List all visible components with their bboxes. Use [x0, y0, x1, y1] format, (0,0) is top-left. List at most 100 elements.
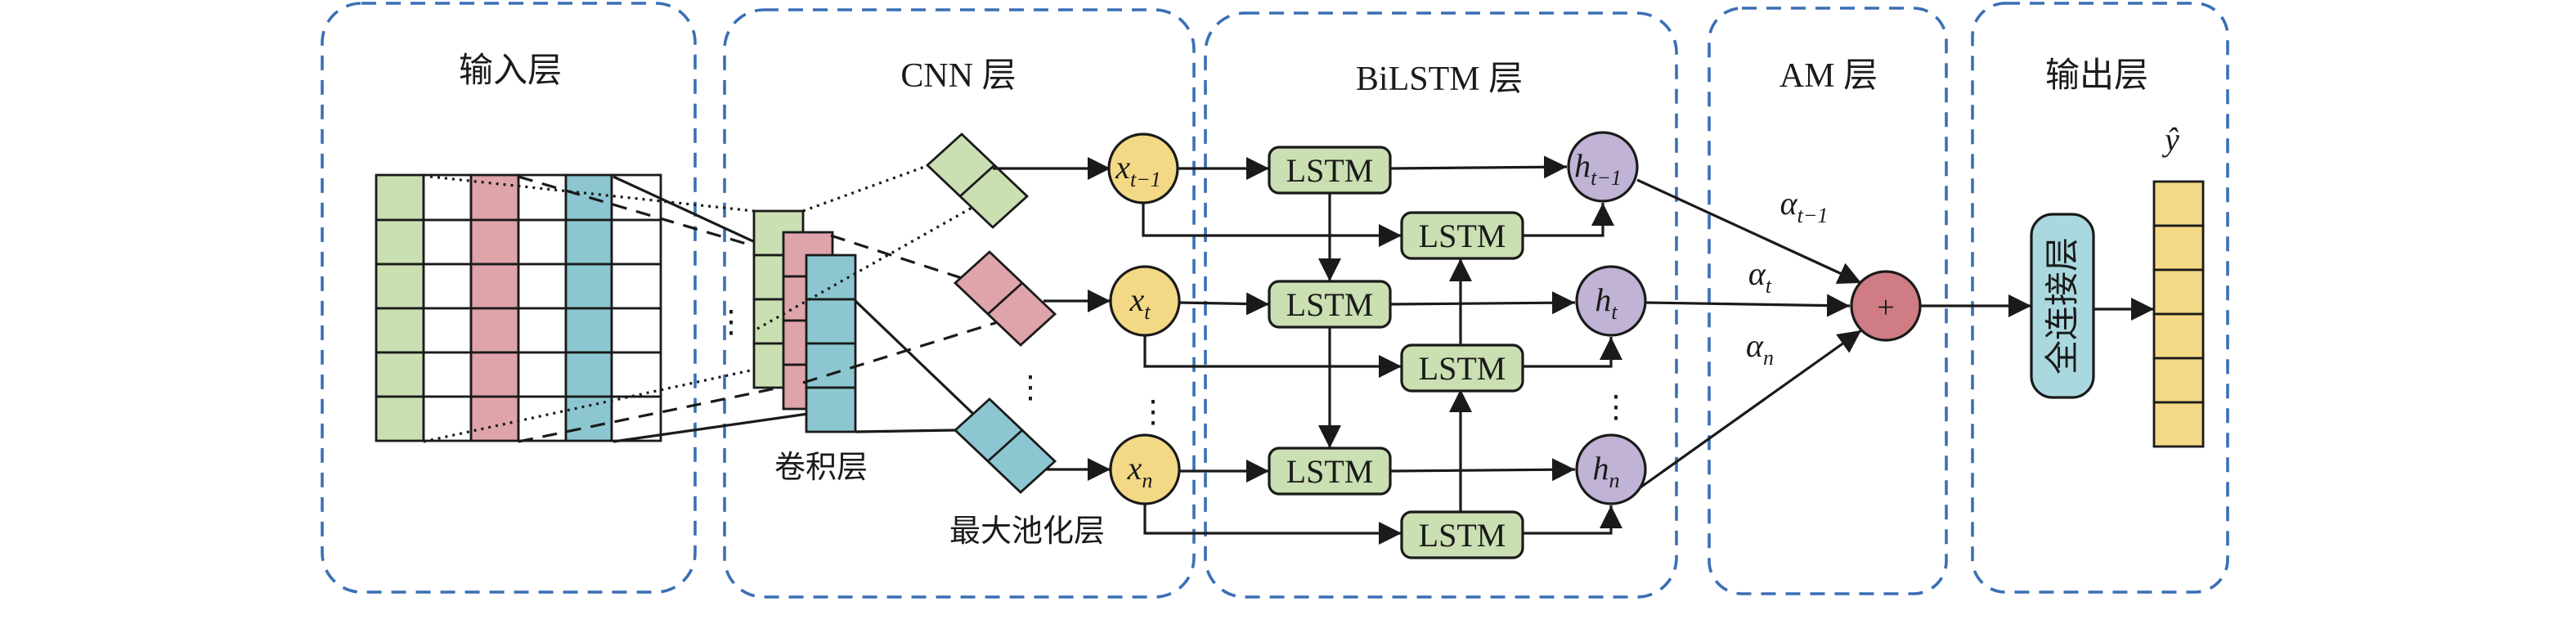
svg-text:ht: ht	[1595, 281, 1618, 324]
lstm-cell: LSTM	[1268, 280, 1392, 329]
am-layer-title: AM 层	[1779, 57, 1878, 95]
pool-layer-label: 最大池化层	[949, 514, 1105, 549]
bilstm-layer-title: BiLSTM 层	[1356, 61, 1523, 98]
input-cell	[610, 395, 662, 442]
input-cell	[517, 351, 568, 398]
lstm-cell: LSTM	[1400, 510, 1524, 559]
input-cell	[422, 173, 473, 222]
output-label: ŷ	[2161, 121, 2179, 158]
attention-weight-label: αt	[1748, 255, 1772, 298]
input-cell	[610, 351, 662, 398]
ellipsis-h: ⋮	[1600, 390, 1631, 424]
output-cell	[2152, 268, 2205, 316]
lstm-label: LSTM	[1419, 350, 1506, 387]
max-pooling-units	[925, 132, 1057, 494]
ellipsis-pool: ⋮	[1015, 370, 1046, 405]
cnn-layer-title: CNN 层	[900, 57, 1016, 95]
svg-text:xt−1: xt−1	[1115, 149, 1161, 191]
input-cell	[375, 173, 425, 222]
conv-cell	[805, 298, 857, 345]
output-cell	[2152, 312, 2205, 360]
input-cell	[610, 263, 662, 310]
cnn-layer-frame	[723, 8, 1196, 599]
input-cell	[610, 218, 662, 266]
input-cell	[469, 307, 520, 354]
lstm-cell: LSTM	[1268, 447, 1392, 496]
input-cell	[422, 307, 473, 354]
fully-connected-layer	[2030, 213, 2095, 399]
hidden-node: ht	[1575, 265, 1647, 337]
input-cell	[517, 263, 568, 310]
lstm-label: LSTM	[1419, 517, 1506, 554]
output-cell	[2152, 401, 2205, 448]
pool-connections	[756, 164, 999, 433]
input-cell	[422, 351, 473, 398]
output-layer-frame	[1971, 2, 2229, 594]
cnn-outputs: xt−1 xt xn	[1107, 132, 1181, 505]
input-cell	[564, 307, 613, 354]
svg-text:xt: xt	[1129, 281, 1151, 324]
output-cell	[2152, 180, 2205, 227]
input-cell	[564, 351, 613, 398]
input-cell	[375, 218, 425, 266]
input-cell	[375, 307, 425, 354]
input-cell	[564, 218, 613, 266]
input-cell	[564, 395, 613, 442]
bilstm-connections	[1142, 155, 1622, 545]
attention-connections	[1636, 178, 1862, 489]
conv-cell	[805, 342, 857, 389]
convolution-feature-maps	[752, 209, 857, 433]
output-cell	[2152, 357, 2205, 404]
ellipsis-x: ⋮	[1138, 395, 1169, 429]
input-cell	[564, 263, 613, 310]
svg-text:hn: hn	[1593, 450, 1620, 492]
pool-divider	[987, 429, 1023, 463]
bilstm-layer-frame	[1204, 11, 1678, 599]
attention-weight-label: αn	[1746, 327, 1774, 370]
conv-layer-label: 卷积层	[774, 451, 868, 485]
input-layer-frame	[321, 2, 697, 594]
input-node: xt−1	[1107, 132, 1179, 204]
pool-divider	[959, 164, 995, 198]
pool-divider	[987, 281, 1023, 316]
input-cell	[422, 263, 473, 310]
input-node: xn	[1109, 433, 1181, 505]
svg-text:ht−1: ht−1	[1574, 147, 1622, 190]
input-cell	[375, 395, 425, 442]
svg-text:xn: xn	[1127, 450, 1153, 492]
output-vector	[2152, 180, 2205, 448]
input-cell	[517, 173, 568, 222]
lstm-label: LSTM	[1286, 152, 1374, 189]
fully-connected-label: 全连接层	[2044, 237, 2082, 375]
input-matrix	[375, 173, 662, 442]
input-node: xt	[1109, 265, 1181, 337]
lstm-label: LSTM	[1286, 286, 1374, 323]
attention-weight-label: αt−1	[1780, 185, 1829, 227]
output-layer-title: 输出层	[2045, 57, 2148, 95]
ellipsis-input: ⋮	[716, 305, 747, 339]
hidden-node: ht−1	[1567, 131, 1639, 203]
conv-cell	[805, 386, 857, 433]
input-cell	[610, 307, 662, 354]
lstm-label: LSTM	[1419, 218, 1506, 254]
input-cell	[469, 173, 520, 222]
input-cell	[422, 218, 473, 266]
attention-weights: αt−1αt αn	[1746, 185, 1828, 370]
hidden-node: hn	[1575, 433, 1647, 505]
input-cell	[517, 307, 568, 354]
input-cell	[469, 395, 520, 442]
input-cell	[422, 395, 473, 442]
input-cell	[517, 218, 568, 266]
lstm-cell: LSTM	[1400, 211, 1524, 260]
am-layer-frame	[1708, 7, 1948, 595]
lstm-cell: LSTM	[1400, 343, 1524, 393]
input-layer-title: 输入层	[459, 52, 562, 90]
plus-icon: +	[1877, 290, 1894, 325]
lstm-cells: LSTM LSTM LSTM LSTM LSTM LSTM	[1268, 146, 1524, 559]
input-cell	[469, 351, 520, 398]
input-cell	[469, 263, 520, 310]
output-cell	[2152, 224, 2205, 272]
input-cell	[564, 173, 613, 222]
input-cell	[469, 218, 520, 266]
